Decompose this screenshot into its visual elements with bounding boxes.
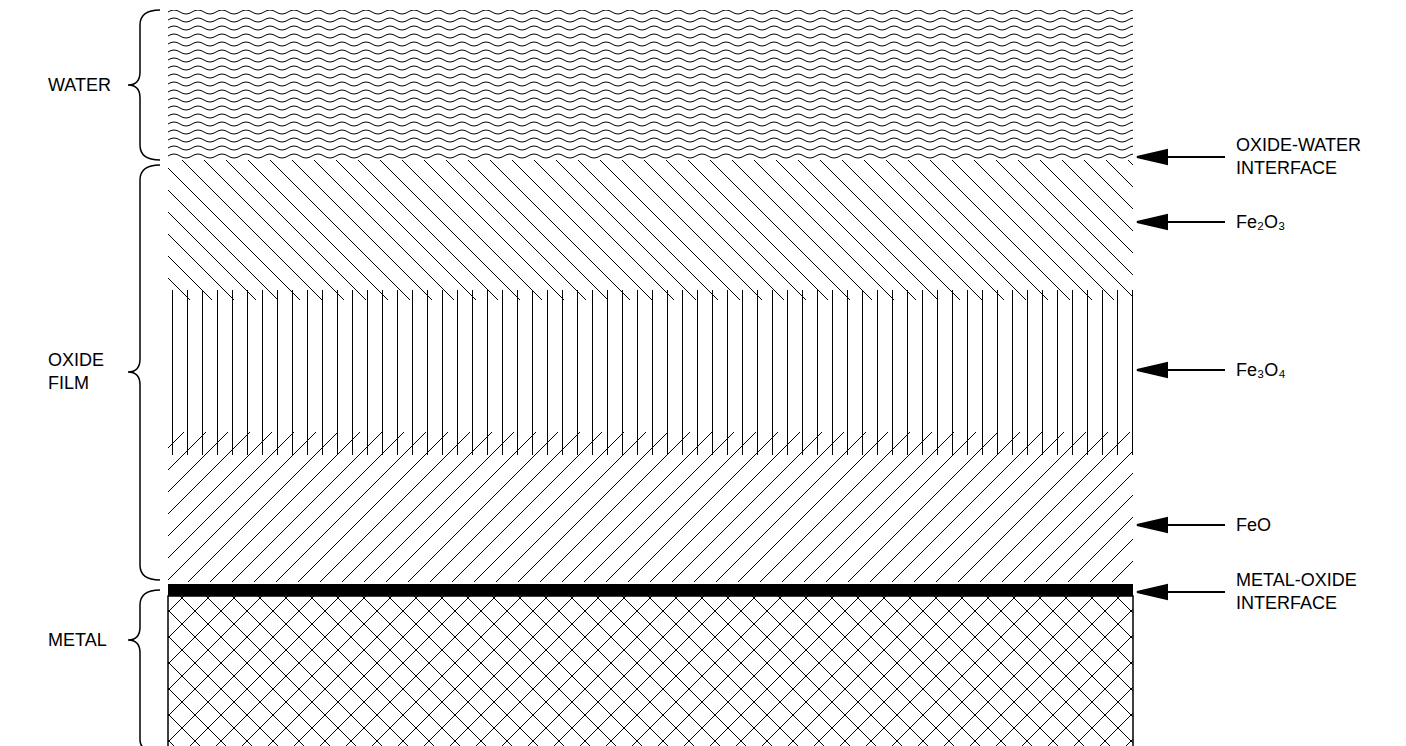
layer-label: METAL <box>48 629 107 652</box>
oxide-label: Fe₂O₃ <box>1236 211 1285 234</box>
arrowhead <box>1137 215 1167 229</box>
water-brace <box>128 10 160 160</box>
leader-line <box>1160 221 1225 223</box>
leader-line <box>1160 369 1225 371</box>
metal-layer <box>168 596 1133 746</box>
layer-label: OXIDE FILM <box>48 349 104 395</box>
layer-label: WATER <box>48 74 111 97</box>
leader-line <box>1160 591 1225 593</box>
leader-line <box>1160 524 1225 526</box>
leader-line <box>1160 156 1225 158</box>
metal-oxide-interface-line <box>168 584 1133 596</box>
fe2o3-layer <box>168 160 1133 300</box>
fe3o4-layer <box>168 290 1133 455</box>
arrowhead <box>1137 363 1167 377</box>
feo-layer <box>168 432 1133 582</box>
arrowhead <box>1137 585 1167 599</box>
oxide-label: FeO <box>1236 514 1271 537</box>
interface-label: METAL-OXIDE INTERFACE <box>1236 569 1396 615</box>
oxide-brace <box>128 165 160 580</box>
arrowhead <box>1137 150 1167 164</box>
water-layer <box>168 10 1133 160</box>
arrowhead <box>1137 518 1167 532</box>
interface-label: OXIDE-WATER INTERFACE <box>1236 134 1396 180</box>
oxide-label: Fe₃O₄ <box>1236 359 1286 382</box>
metal-brace <box>128 590 160 746</box>
